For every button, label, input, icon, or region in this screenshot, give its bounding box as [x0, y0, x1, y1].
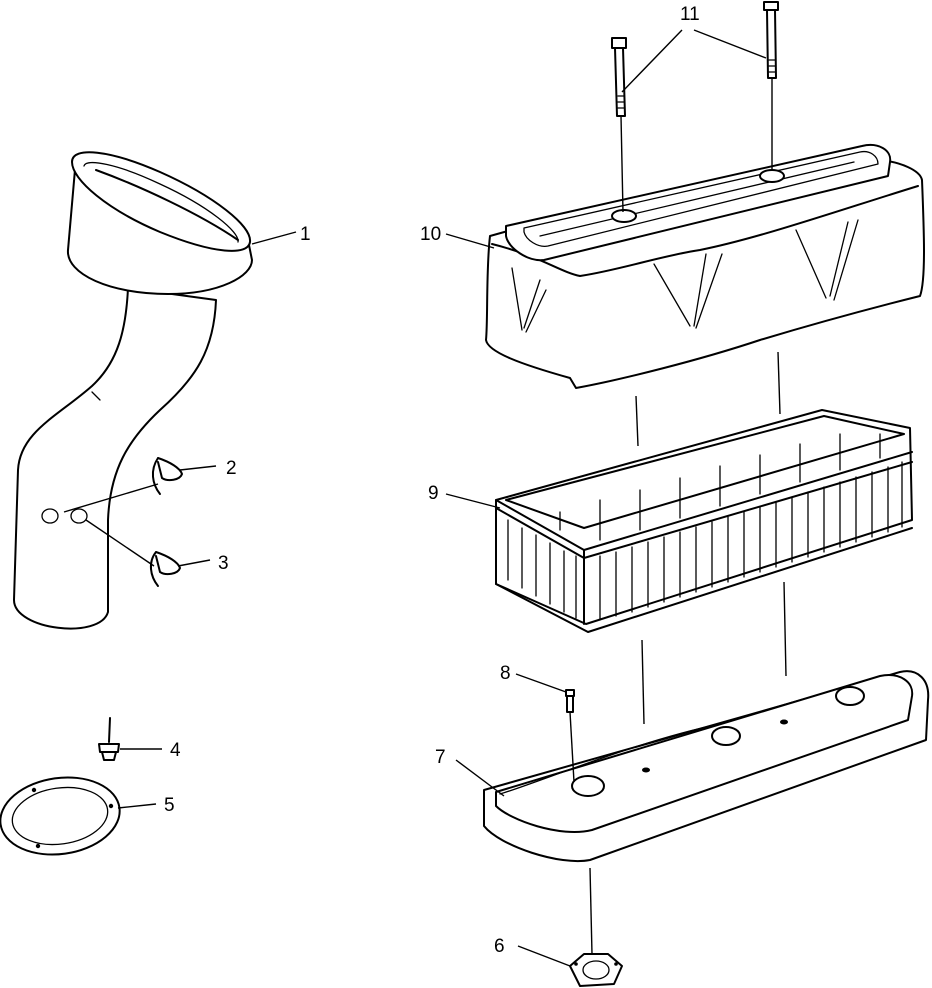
clip-2	[152, 457, 183, 495]
callout-8: 8	[500, 663, 511, 684]
filter-pleats	[507, 433, 903, 621]
flange-ring-5	[0, 776, 121, 856]
clip-3	[150, 551, 181, 587]
small-bolt-8	[565, 689, 575, 783]
callout-10: 10	[420, 224, 441, 245]
callout-leaders	[63, 29, 767, 967]
airbox-cover-10	[485, 144, 925, 389]
callout-2: 2	[226, 458, 237, 479]
intake-duct	[13, 151, 253, 630]
callout-5: 5	[164, 795, 175, 816]
callout-6: 6	[494, 936, 505, 957]
callout-11: 11	[680, 4, 700, 25]
callout-9: 9	[428, 483, 439, 504]
long-bolts-11	[611, 1, 779, 213]
filter-element-9	[495, 409, 913, 633]
assembly-alignment-lines	[589, 351, 787, 955]
callout-1: 1	[300, 224, 311, 245]
gasket-6	[569, 953, 623, 987]
base-tray-7	[483, 670, 930, 863]
grommet-holes	[41, 508, 88, 524]
callout-3: 3	[218, 553, 229, 574]
callout-labels: 1 2 3 4 5 6 7 8 9 10 11	[164, 4, 700, 957]
fastener-4	[98, 717, 120, 761]
callout-7: 7	[435, 747, 446, 768]
callout-4: 4	[170, 740, 181, 761]
